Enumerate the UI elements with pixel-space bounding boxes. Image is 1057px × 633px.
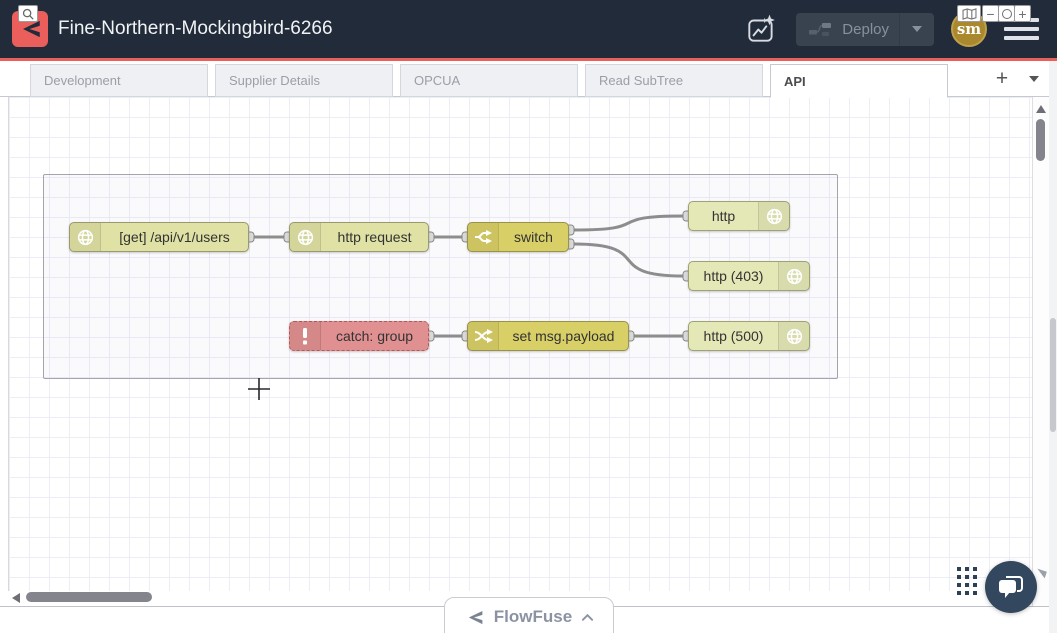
node-label: set msg.payload [512, 328, 615, 344]
add-flow-button[interactable]: + [989, 66, 1015, 92]
instance-title: Fine-Northern-Mockingbird-6266 [58, 18, 333, 39]
tab-label: Development [44, 73, 121, 88]
scroll-up-icon[interactable] [1036, 105, 1046, 113]
change-icon [468, 322, 499, 350]
zoom-reset-button[interactable] [998, 5, 1015, 22]
search-icon [22, 8, 34, 20]
zoom-in-button[interactable]: + [1014, 5, 1031, 22]
exclamation-icon [290, 322, 321, 350]
node-http-response-500[interactable]: http (500) [688, 321, 810, 351]
tab-read-subtree[interactable]: Read SubTree [585, 64, 763, 97]
node-label: [get] /api/v1/users [119, 229, 230, 245]
tab-label: Supplier Details [229, 73, 321, 88]
node-http-in-get-users[interactable]: [get] /api/v1/users [69, 222, 249, 252]
chat-widget-button[interactable] [985, 561, 1037, 613]
flowfuse-logo-icon [22, 20, 40, 38]
flow-canvas[interactable]: [get] /api/v1/users http request switch htt… [8, 97, 1032, 591]
tab-api[interactable]: API [770, 64, 948, 98]
node-set-msg-payload[interactable]: set msg.payload [467, 321, 629, 351]
tab-strip: Development Supplier Details OPCUA Read Sub… [0, 61, 1049, 98]
search-flows-button[interactable] [18, 5, 38, 22]
globe-icon [778, 262, 809, 290]
deploy-button[interactable]: Deploy [796, 12, 934, 46]
map-icon [961, 7, 977, 20]
flowfuse-logo-icon [468, 610, 483, 624]
chat-bubble-icon [999, 576, 1023, 598]
globe-icon [70, 223, 101, 251]
avatar-initials: sm [956, 20, 982, 38]
node-label: http (500) [703, 328, 764, 344]
vertical-scrollbar-thumb[interactable] [1036, 119, 1045, 161]
browser-scrollbar[interactable] [1049, 61, 1057, 633]
globe-icon [758, 202, 789, 230]
node-switch[interactable]: switch [467, 222, 569, 252]
plus-icon: + [995, 67, 1009, 90]
horizontal-scrollbar-thumb[interactable] [26, 592, 152, 602]
scroll-left-icon[interactable] [12, 593, 20, 603]
node-label: http request [337, 229, 412, 245]
flowfuse-dock-toggle[interactable]: FlowFuse [444, 597, 614, 633]
flow-tab-bar: Development Supplier Details OPCUA Read Sub… [0, 61, 1049, 98]
chat-drag-handle[interactable] [957, 567, 977, 595]
zoom-out-button[interactable]: − [982, 5, 999, 22]
chevron-down-icon [1029, 76, 1039, 82]
tab-opcua[interactable]: OPCUA [400, 64, 578, 97]
deploy-options-button[interactable] [899, 12, 934, 46]
deploy-button-label: Deploy [842, 20, 889, 38]
deploy-icon [809, 22, 832, 36]
ai-assistant-button[interactable] [743, 11, 779, 47]
node-catch-group[interactable]: catch: group [289, 321, 429, 351]
vertical-scrollbar[interactable] [1032, 97, 1049, 606]
node-label: http (403) [703, 268, 764, 284]
chevron-down-icon [912, 26, 922, 32]
flowfuse-brand-label: FlowFuse [493, 607, 573, 626]
chevron-up-icon [582, 613, 594, 621]
node-label: http [711, 208, 736, 224]
tab-supplier-details[interactable]: Supplier Details [215, 64, 393, 97]
hamburger-icon [1004, 36, 1039, 40]
navigator-toggle-button[interactable] [957, 5, 981, 22]
wire-switch-to-http-response[interactable] [572, 214, 685, 232]
tab-label: API [784, 73, 806, 89]
plus-icon: + [1018, 5, 1027, 22]
zoom-reset-icon [1001, 8, 1012, 19]
tab-label: OPCUA [414, 73, 461, 88]
ai-assistant-icon [748, 14, 776, 42]
globe-icon [778, 322, 809, 350]
tab-development[interactable]: Development [30, 64, 208, 97]
switch-icon [468, 223, 499, 251]
wires-svg [243, 210, 694, 342]
node-label: catch: group [335, 328, 414, 344]
wire-switch-to-http-response-403[interactable] [572, 242, 685, 278]
globe-icon [290, 223, 321, 251]
hamburger-icon [1004, 27, 1039, 31]
node-http-request[interactable]: http request [289, 222, 429, 252]
browser-scrollbar-thumb[interactable] [1050, 318, 1056, 432]
flow-list-button[interactable] [1022, 66, 1046, 92]
tab-label: Read SubTree [599, 73, 684, 88]
node-http-response[interactable]: http [688, 201, 790, 231]
header-bar: Fine-Northern-Mockingbird-6266 Deploy [0, 0, 1057, 61]
minus-icon: − [986, 5, 995, 22]
node-http-response-403[interactable]: http (403) [688, 261, 810, 291]
node-label: switch [514, 229, 553, 245]
